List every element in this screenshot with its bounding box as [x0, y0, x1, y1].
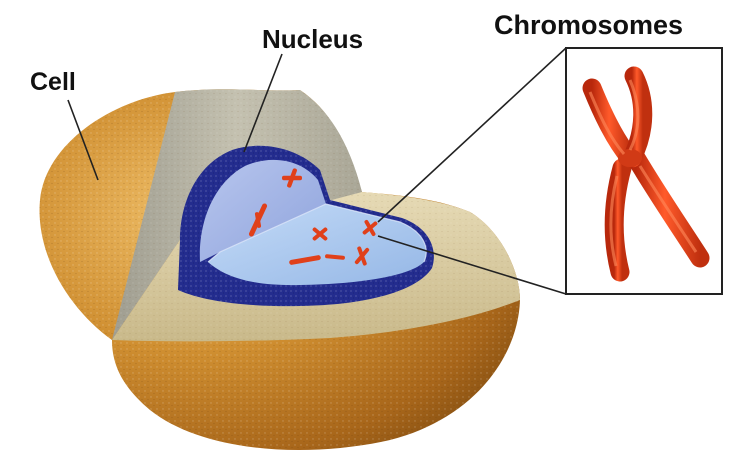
leader-line-inset-top — [378, 48, 566, 222]
cell-label: Cell — [30, 70, 76, 95]
chromosomes-label: Chromosomes — [494, 12, 683, 39]
nucleus-label: Nucleus — [262, 26, 363, 52]
nucleus-icon — [178, 146, 434, 306]
chromosome-inset — [566, 48, 722, 294]
